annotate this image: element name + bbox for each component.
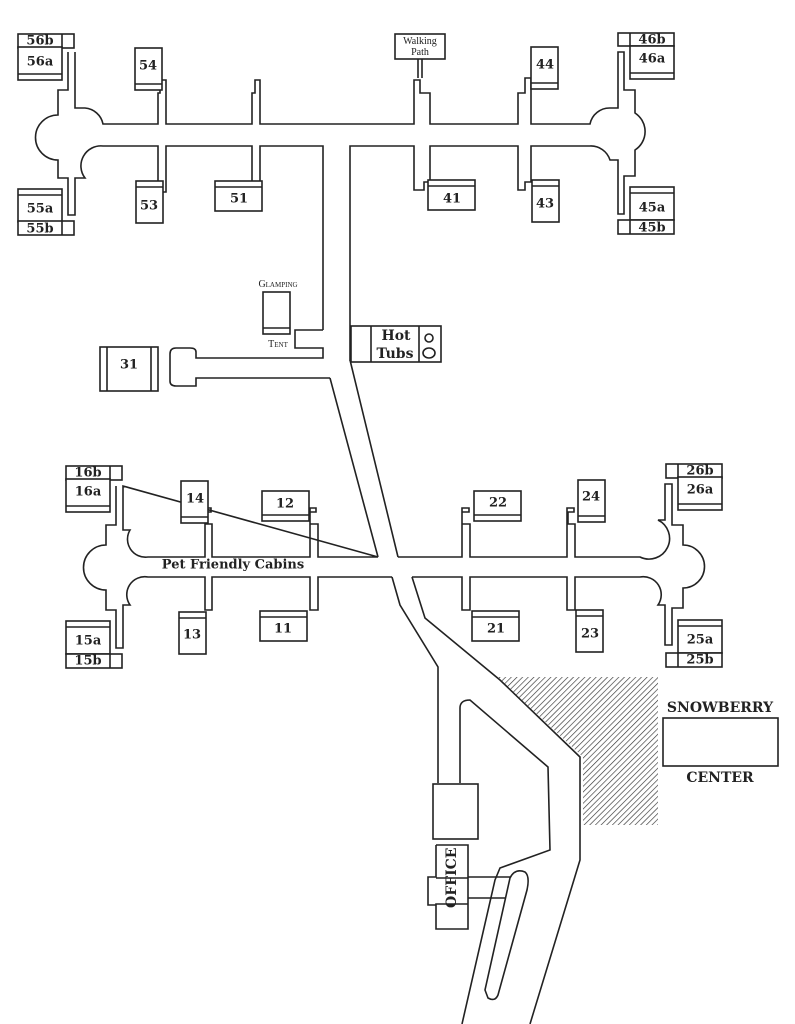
- cabin-56b: 56b: [17, 33, 75, 49]
- cabin-45b: 45b: [617, 219, 675, 236]
- svg-text:43: 43: [536, 197, 554, 212]
- svg-text:55b: 55b: [26, 222, 53, 237]
- svg-text:22: 22: [489, 496, 507, 511]
- cabin-43: 43: [531, 179, 560, 223]
- svg-text:26b: 26b: [686, 464, 713, 479]
- cabin-53: 53: [135, 180, 164, 224]
- svg-text:Hot: Hot: [381, 328, 411, 344]
- svg-text:55a: 55a: [27, 202, 54, 217]
- svg-text:45b: 45b: [638, 221, 665, 236]
- cabin-14: 14: [180, 480, 209, 524]
- svg-text:45a: 45a: [639, 201, 666, 216]
- glamping-spur: [169, 329, 330, 387]
- cabin-55a: 55a: [17, 188, 63, 223]
- svg-text:31: 31: [120, 358, 138, 373]
- svg-text:23: 23: [581, 627, 599, 642]
- svg-text:46b: 46b: [638, 33, 665, 48]
- cabin-25b: 25b: [665, 652, 723, 668]
- cabin-26a: 26a: [677, 476, 723, 511]
- svg-text:15b: 15b: [74, 654, 101, 669]
- hot-tub-icon: [424, 333, 434, 343]
- cabin-11: 11: [259, 610, 308, 642]
- svg-text:13: 13: [183, 628, 201, 643]
- svg-text:56a: 56a: [27, 55, 54, 70]
- cabin-13: 13: [178, 611, 207, 655]
- cabin-41: 41: [427, 179, 476, 211]
- svg-text:CENTER: CENTER: [686, 770, 754, 786]
- pet-friendly-label: Pet Friendly Cabins: [162, 558, 304, 573]
- svg-text:11: 11: [274, 622, 292, 637]
- glamping-tent: Glamping Tent: [258, 279, 297, 350]
- svg-text:Tubs: Tubs: [377, 346, 414, 362]
- svg-text:12: 12: [276, 497, 294, 512]
- svg-text:25a: 25a: [687, 633, 714, 648]
- cabin-31: 31: [99, 346, 159, 392]
- svg-text:Path: Path: [411, 47, 429, 58]
- cabin-15b: 15b: [65, 653, 123, 669]
- svg-text:51: 51: [230, 192, 248, 207]
- office: OFFICE: [427, 783, 529, 1001]
- cabin-45a: 45a: [629, 186, 675, 221]
- svg-text:53: 53: [140, 199, 158, 214]
- svg-text:15a: 15a: [75, 634, 102, 649]
- cabin-25a: 25a: [677, 619, 723, 654]
- cabin-21: 21: [471, 610, 520, 642]
- svg-text:44: 44: [536, 58, 554, 73]
- top-road: [34, 51, 646, 361]
- svg-text:16b: 16b: [74, 466, 101, 481]
- svg-text:OFFICE: OFFICE: [444, 848, 460, 908]
- svg-text:46a: 46a: [639, 52, 666, 67]
- svg-text:SNOWBERRY: SNOWBERRY: [667, 700, 774, 716]
- svg-text:16a: 16a: [75, 485, 102, 500]
- cabin-51: 51: [214, 180, 263, 212]
- hot-tub-icon: [422, 347, 436, 359]
- svg-text:Tent: Tent: [268, 339, 288, 350]
- svg-text:25b: 25b: [686, 653, 713, 668]
- cabin-46a: 46a: [629, 45, 675, 80]
- svg-text:56b: 56b: [26, 34, 53, 49]
- cabin-15a: 15a: [65, 620, 111, 655]
- cabin-24: 24: [577, 479, 606, 523]
- svg-text:21: 21: [487, 622, 505, 637]
- cabin-12: 12: [261, 490, 310, 522]
- svg-text:24: 24: [582, 490, 600, 505]
- cabin-23: 23: [575, 609, 604, 653]
- snowberry-center: SNOWBERRY CENTER: [662, 700, 779, 786]
- svg-text:Walking: Walking: [403, 36, 437, 47]
- middle-road: [82, 483, 706, 649]
- main-road: [329, 359, 581, 1024]
- svg-text:54: 54: [139, 59, 157, 74]
- hatched-area: [497, 677, 658, 825]
- svg-text:41: 41: [443, 192, 461, 207]
- cabin-22: 22: [473, 490, 522, 522]
- cabin-44: 44: [530, 46, 559, 90]
- cabin-55b: 55b: [17, 220, 75, 237]
- cabin-54: 54: [134, 47, 163, 91]
- svg-text:14: 14: [186, 492, 204, 507]
- cabin-16a: 16a: [65, 478, 111, 513]
- svg-text:26a: 26a: [687, 483, 714, 498]
- svg-text:Glamping: Glamping: [258, 279, 297, 290]
- cabin-56a: 56a: [17, 46, 63, 81]
